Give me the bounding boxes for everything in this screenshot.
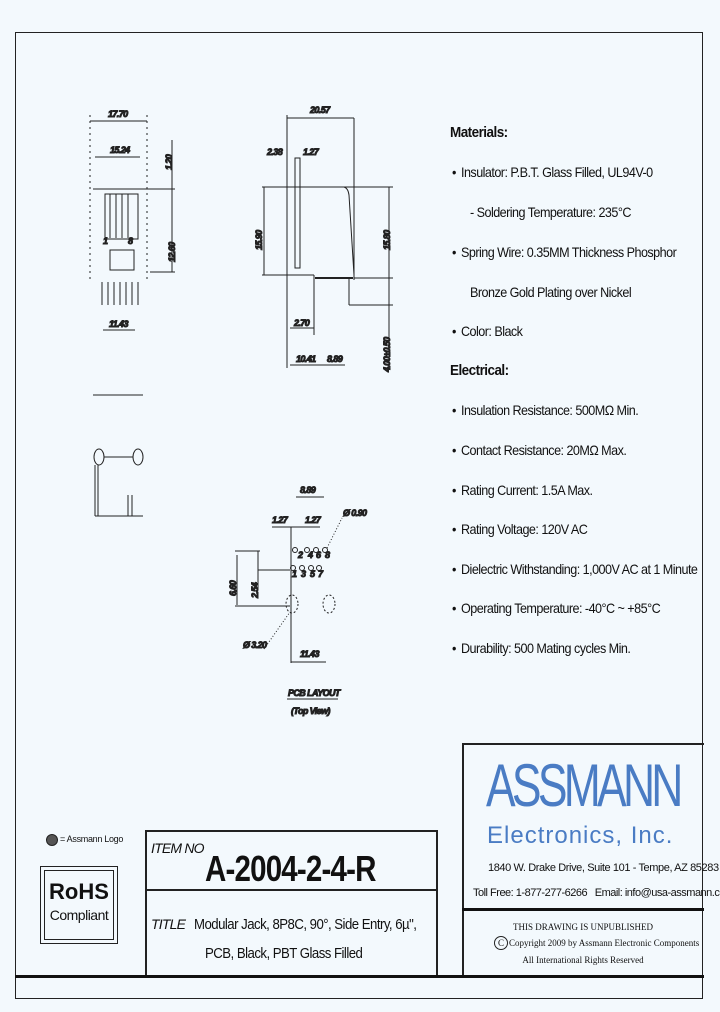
title-line-1: Modular Jack, 8P8C, 90°, Side Entry, 6µ"… [194,916,417,933]
rohs-title: RoHS [49,879,109,904]
pcb-pin-5: 5 [310,569,316,579]
materials-heading: Materials: [450,124,508,141]
pcb-pin-7: 7 [318,569,324,579]
pcb-pin-3: 3 [301,569,306,579]
dim-pcb-small-hole: Ø 0.90 [343,508,367,518]
pcb-pin-2: 2 [297,550,303,560]
dim-front-pins: 11.43 [109,319,128,329]
company-contact: Toll Free: 1-877-277-6266 Email: info@us… [473,887,720,899]
spec-spring-wire-cont: Bronze Gold Plating over Nickel [470,284,632,300]
pcb-layout [235,496,343,700]
dim-pcb-row-pitch: 2.54 [250,582,260,599]
assmann-logo-icon [46,834,58,846]
title-line-2: PCB, Black, PBT Glass Filled [205,945,363,962]
spec-durability: Durability: 500 Mating cycles Min. [452,640,631,656]
title-block-divider [145,889,438,891]
company-block [462,743,704,977]
company-logo: ASSMANN [486,752,683,819]
dim-pcb-large-hole: Ø 3.20 [243,640,267,650]
unpublished-notice: THIS DRAWING IS UNPUBLISHED [512,922,654,932]
dim-pcb-pitch-b: 1.27 [305,515,322,525]
spec-spring-wire: Spring Wire: 0.35MM Thickness Phosphor [452,244,677,260]
dim-side-base-b: 8.89 [327,354,343,364]
pcb-layout-subtitle: (Top View) [291,706,330,716]
rights-notice: All International Rights Reserved [522,955,644,965]
side-view [262,115,393,370]
company-address: 1840 W. Drake Drive, Suite 101 - Tempe, … [488,862,719,874]
pcb-pin-8: 8 [325,550,330,560]
spec-dielectric: Dielectric Withstanding: 1,000V AC at 1 … [452,561,698,577]
spec-text: Rating Voltage: 120V AC [461,521,588,537]
title-block [145,830,438,976]
bottom-rule [15,975,704,978]
dim-front-width: 17.70 [108,109,128,119]
dim-pcb-span: 8.89 [300,485,316,495]
spec-rating-current: Rating Current: 1.5A Max. [452,482,593,498]
pcb-pin-4: 4 [307,550,313,560]
rohs-badge-inner: RoHS Compliant [44,870,114,940]
pin-last-label: 8 [128,236,133,246]
company-subtitle: Electronics, Inc. [487,822,674,849]
spec-text: Spring Wire: 0.35MM Thickness Phosphor [461,244,677,260]
spec-soldering: - Soldering Temperature: 235°C [470,204,631,220]
spec-text: Durability: 500 Mating cycles Min. [461,640,631,656]
spec-rating-voltage: Rating Voltage: 120V AC [452,521,588,537]
dim-side-offset-a: 2.38 [266,147,283,157]
title-label: TITLE [151,916,186,932]
dim-front-inner: 15.24 [110,145,130,155]
bottom-view [93,394,144,517]
electrical-heading: Electrical: [450,362,509,379]
dim-side-pin-length: 4.00±0.50 [382,337,392,373]
logo-legend: = Assmann Logo [60,834,124,844]
pcb-pin-6: 6 [316,550,322,560]
copyright-notice: Copyright 2009 by Assmann Electronic Com… [509,938,700,948]
pcb-pin-1: 1 [292,569,297,579]
dim-side-height-right: 15.80 [382,230,392,250]
drawing-frame [15,32,703,999]
spec-contact-resistance: Contact Resistance: 20MΩ Max. [452,442,627,458]
spec-text: Rating Current: 1.5A Max. [461,482,593,498]
spec-text: Color: Black [461,323,523,339]
front-view [89,115,175,331]
dim-side-tail: 2.70 [293,318,310,328]
pcb-layout-title: PCB LAYOUT [288,688,342,698]
dim-pcb-post-span: 11.43 [300,649,319,659]
dim-pcb-row-span: 6.60 [228,580,238,596]
dim-front-top: 1.20 [164,154,174,170]
spec-text: Operating Temperature: -40°C ~ +85°C [461,600,661,616]
pin-first-label: 1 [103,236,108,246]
dim-front-body: 12.60 [167,242,177,262]
dim-side-depth: 20.57 [309,105,331,115]
item-no-label: ITEM NO [151,840,205,856]
dim-side-height-left: 15.90 [254,230,264,250]
rohs-badge [40,866,118,944]
company-block-divider [462,908,704,911]
spec-text: Contact Resistance: 20MΩ Max. [461,442,627,458]
item-number: A-2004-2-4-R [205,848,376,889]
spec-text: Insulator: P.B.T. Glass Filled, UL94V-0 [461,164,653,180]
rohs-subtitle: Compliant [49,907,109,923]
spec-operating-temp: Operating Temperature: -40°C ~ +85°C [452,600,661,616]
spec-text: Dielectric Withstanding: 1,000V AC at 1 … [461,561,698,577]
copyright-icon: C [494,936,508,950]
spec-insulation-resistance: Insulation Resistance: 500MΩ Min. [452,402,639,418]
dim-side-base-a: 10.41 [296,354,316,364]
spec-text: Insulation Resistance: 500MΩ Min. [461,402,639,418]
spec-color: Color: Black [452,323,523,339]
dim-pcb-pitch-a: 1.27 [272,515,289,525]
spec-insulator: Insulator: P.B.T. Glass Filled, UL94V-0 [452,164,653,180]
dim-side-offset-b: 1.27 [303,147,320,157]
